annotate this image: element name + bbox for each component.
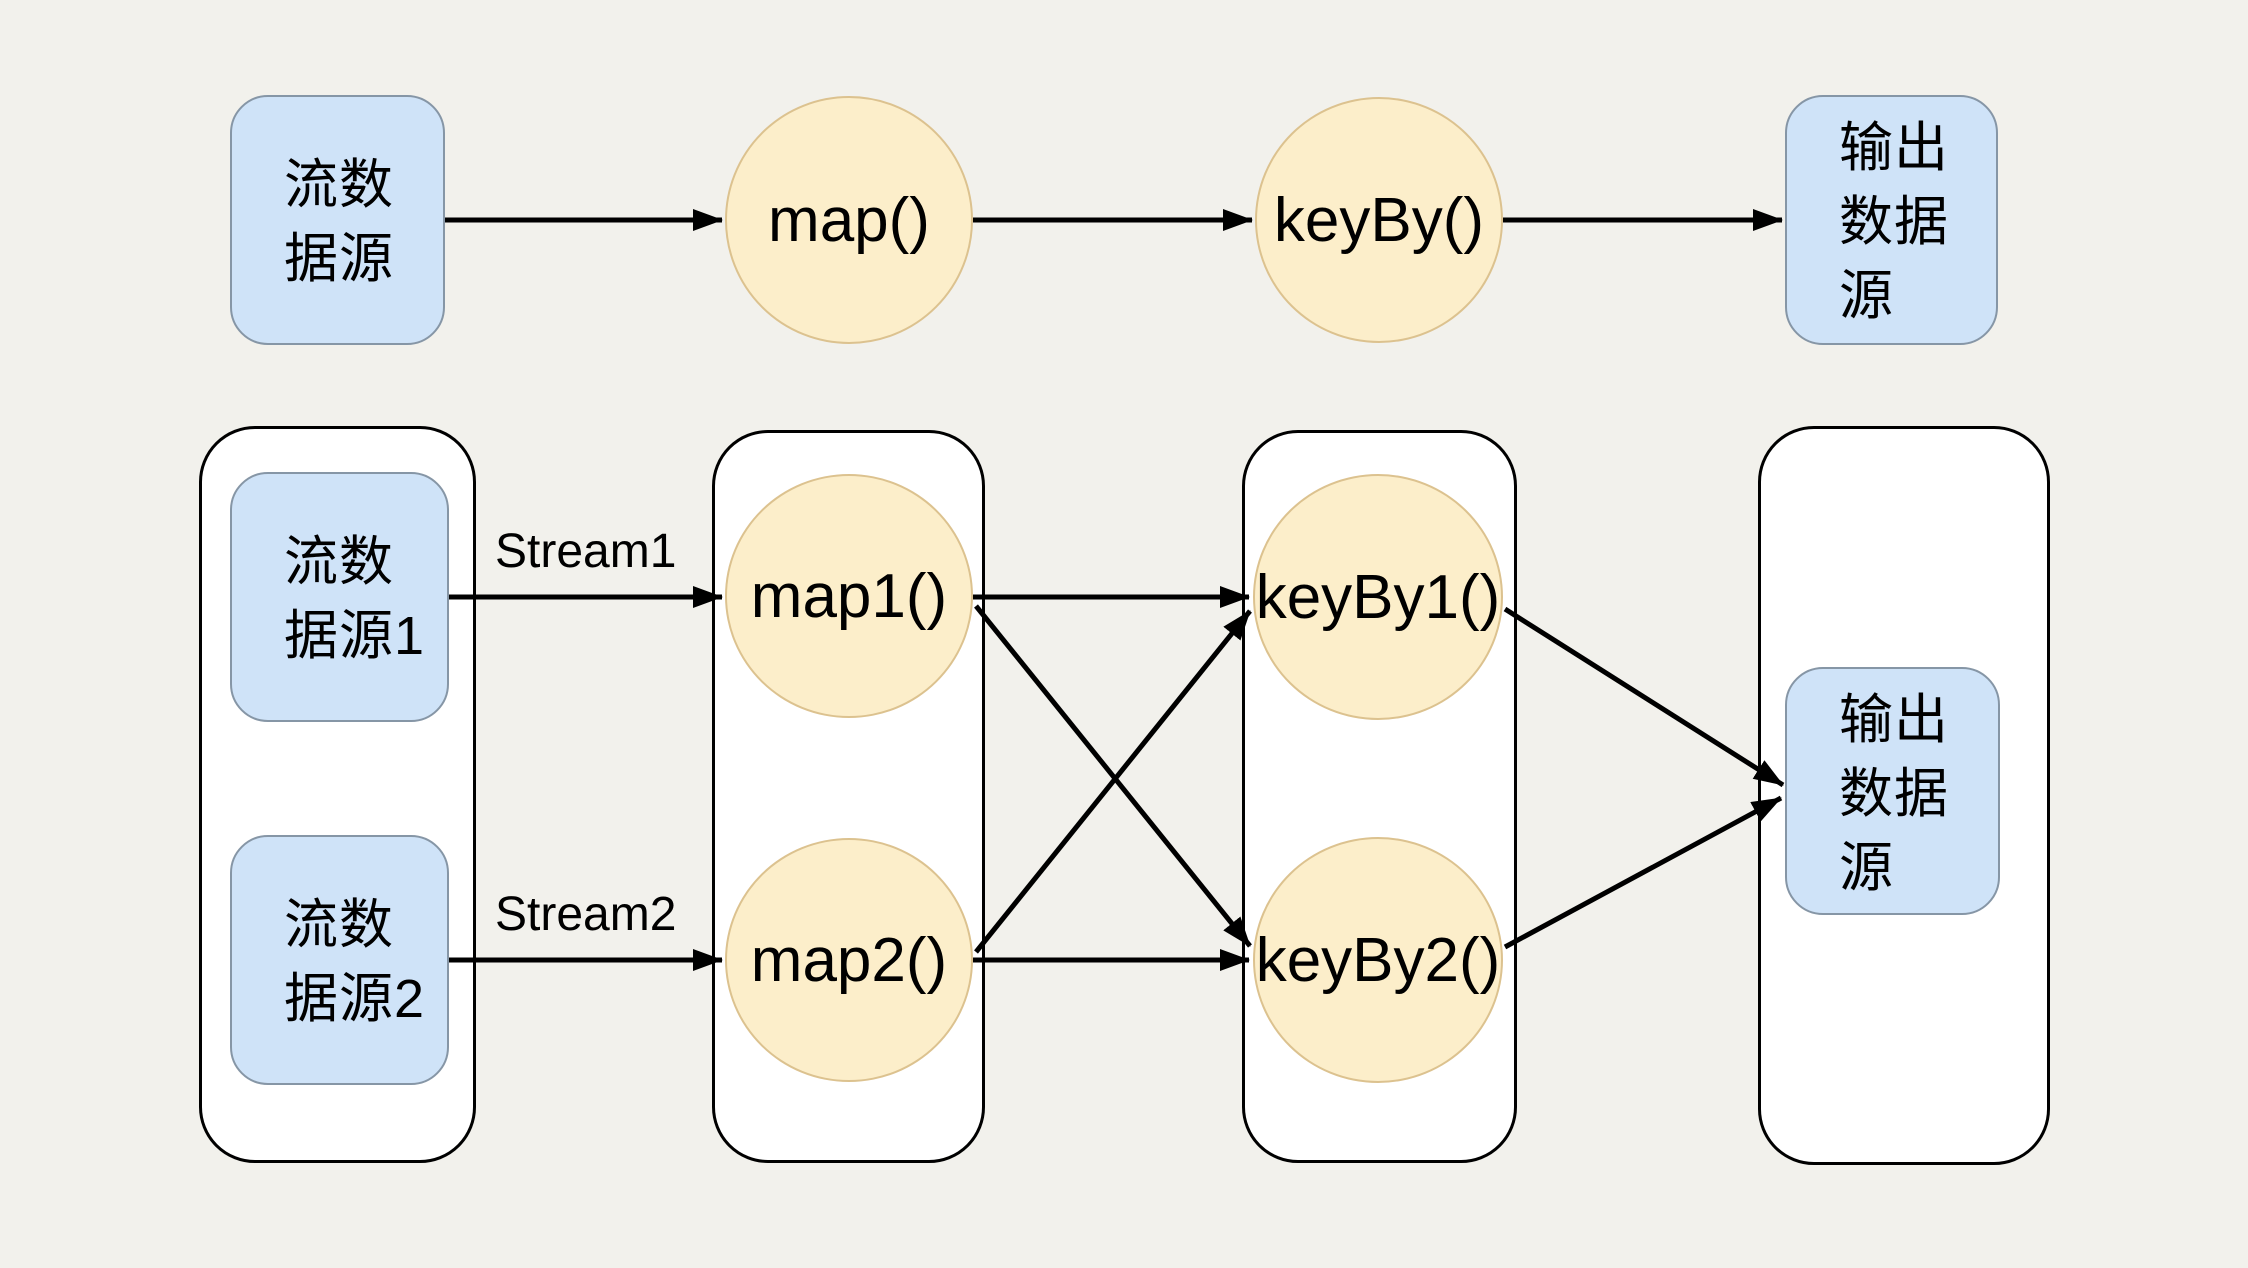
node-map1-operator: map1(): [725, 474, 973, 718]
node-map-operator: map(): [725, 96, 973, 344]
stream2-edge-label: Stream2: [495, 888, 677, 941]
node-label: keyBy2(): [1255, 925, 1501, 995]
node-label: keyBy1(): [1255, 562, 1501, 632]
node-label-line: 输出: [1839, 690, 1949, 750]
node-label-line: 输出: [1839, 118, 1949, 178]
node-label-line: 数据: [1839, 764, 1949, 824]
arrow-keyby2-to-sink: [1503, 795, 1783, 950]
node-output-sink-parallel: 输出 数据 源: [1785, 667, 2000, 915]
node-stream-source: 流数 据源: [230, 95, 445, 345]
arrow-keyby1-to-sink: [1503, 606, 1785, 788]
node-label-line: 数据: [1839, 192, 1949, 252]
node-map2-operator: map2(): [725, 838, 973, 1082]
node-label-line: 流数: [284, 895, 394, 955]
node-label-line: 流数: [284, 155, 394, 215]
node-label: keyBy(): [1273, 185, 1485, 255]
node-label: map(): [768, 185, 930, 255]
node-label-line: 据源1: [284, 606, 426, 666]
node-label: map1(): [750, 561, 948, 631]
stream1-edge-label: Stream1: [495, 525, 677, 578]
node-keyby-operator: keyBy(): [1255, 97, 1503, 343]
node-label-line: 流数: [284, 532, 394, 592]
node-stream-source-2: 流数 据源2: [230, 835, 449, 1085]
node-stream-source-1: 流数 据源1: [230, 472, 449, 722]
node-keyby2-operator: keyBy2(): [1253, 837, 1503, 1083]
node-label-line: 源: [1839, 838, 1894, 898]
node-label-line: 据源2: [284, 969, 426, 1029]
arrow-map2-to-keyby1: [974, 609, 1252, 954]
arrow-map1-to-keyby2: [974, 604, 1252, 948]
node-label-line: 据源: [284, 229, 394, 289]
node-label: map2(): [750, 925, 948, 995]
node-keyby1-operator: keyBy1(): [1253, 474, 1503, 720]
node-label-line: 源: [1839, 266, 1894, 326]
node-output-sink: 输出 数据 源: [1785, 95, 1998, 345]
